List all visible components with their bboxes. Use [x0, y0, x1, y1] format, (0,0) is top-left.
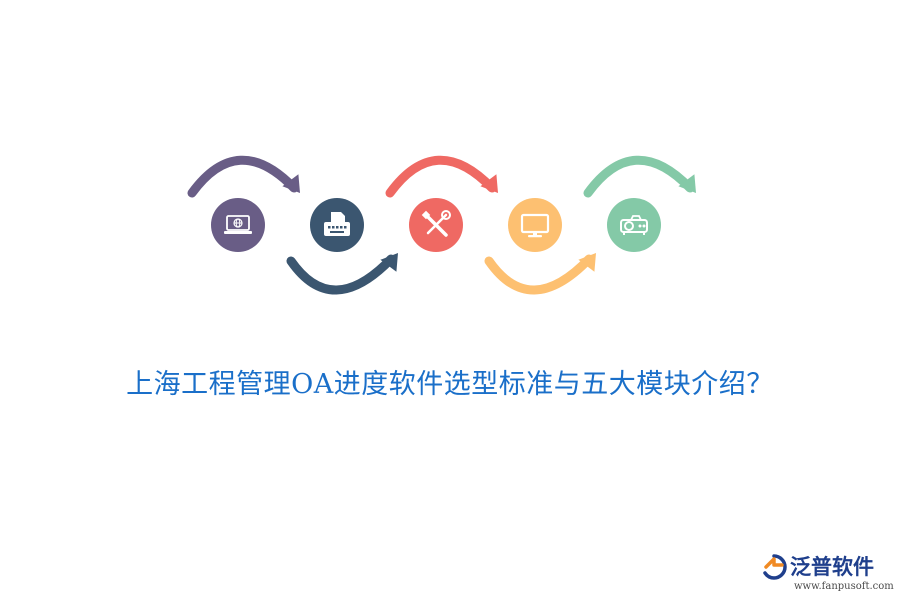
flow-arrow-5 [583, 155, 695, 198]
laptop-globe-icon [224, 215, 252, 234]
step-circle [508, 198, 562, 252]
flow-arrow-head-3 [480, 174, 498, 193]
step-node-1 [211, 198, 265, 252]
projector-icon [620, 215, 648, 235]
flow-arrow-head-4 [578, 253, 596, 272]
flow-arrow-head-2 [380, 253, 398, 272]
typewriter-icon [324, 212, 350, 236]
monitor-icon [520, 213, 550, 238]
process-flow-graphic [187, 155, 696, 295]
brand: 泛普软件 www.fanpusoft.com [760, 552, 894, 596]
flow-arrow-2 [286, 254, 396, 295]
brand-logo-icon [763, 554, 787, 580]
flow-arrows [187, 155, 696, 295]
tools-icon [421, 210, 451, 237]
flow-arrow-4 [484, 254, 594, 295]
step-circle [211, 198, 265, 252]
flow-arrow-3 [385, 155, 497, 198]
step-node-5 [607, 198, 661, 252]
step-node-2 [310, 198, 364, 252]
step-node-3 [409, 198, 463, 252]
flow-arrow-head-1 [282, 174, 300, 193]
brand-name: 泛普软件 [790, 555, 874, 579]
page-title: 上海工程管理OA进度软件选型标准与五大模块介绍？ [126, 369, 774, 400]
brand-url: www.fanpusoft.com [794, 581, 894, 592]
step-circle [607, 198, 661, 252]
step-node-4 [508, 198, 562, 252]
flow-arrow-1 [187, 155, 299, 198]
flow-arrow-head-5 [678, 174, 696, 193]
step-circles [211, 198, 661, 252]
